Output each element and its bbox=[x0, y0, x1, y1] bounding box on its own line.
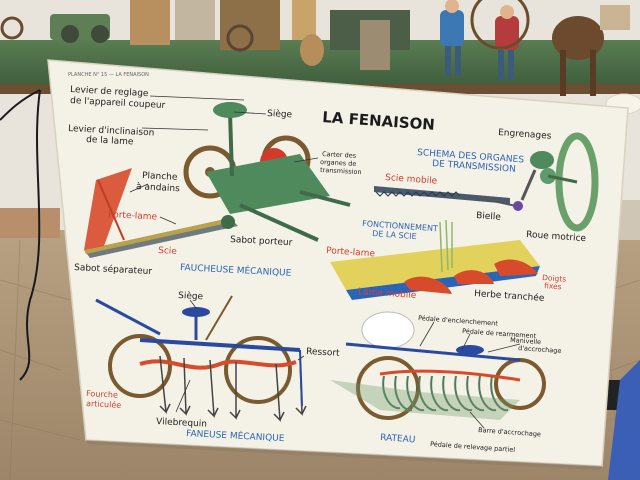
label-sabot-porteur: Sabot porteur bbox=[230, 235, 293, 248]
poster-shadow bbox=[86, 440, 602, 470]
label-doigts-fixes-1: Doigts bbox=[542, 273, 567, 284]
tedder-illustration bbox=[95, 295, 307, 422]
label-manivelle-2: d'accrochage bbox=[518, 344, 562, 355]
cable bbox=[19, 89, 41, 381]
rake-illustration bbox=[330, 311, 546, 420]
label-fourche-2: articulée bbox=[86, 398, 122, 410]
label-planche-2: à andains bbox=[136, 182, 180, 194]
label-levier-inclinaison-1: Levier d'inclinaison bbox=[68, 124, 155, 139]
mower-leader-lines bbox=[129, 95, 319, 225]
miniature-models bbox=[0, 0, 630, 96]
label-roue-motrice: Roue motrice bbox=[526, 230, 587, 244]
label-porte-lame-saw: Porte-lame bbox=[326, 246, 376, 259]
poster-small-header: PLANCHE N° 15 — LA FENAISON bbox=[68, 72, 149, 78]
label-herbe-tranchee: Herbe tranchée bbox=[474, 288, 545, 304]
cable-2 bbox=[0, 89, 41, 121]
label-carter-2: organes de bbox=[320, 158, 357, 168]
label-engrenages: Engrenages bbox=[498, 128, 552, 142]
caption-rateau: RATEAU bbox=[380, 433, 416, 445]
label-ressort: Ressort bbox=[306, 347, 340, 359]
label-doigts-fixes-2: fixes bbox=[544, 281, 562, 291]
saw-illustration bbox=[330, 219, 540, 300]
label-siege-mower: Siège bbox=[267, 108, 293, 120]
mower-illustration bbox=[84, 102, 351, 258]
label-vilebrequin: Vilebrequin bbox=[156, 417, 207, 430]
label-porte-lame-mower: Porte-lame bbox=[108, 210, 158, 223]
title-fonctionnement-2: DE LA SCIE bbox=[372, 229, 417, 241]
label-levier-reglage-1: Levier de reglage bbox=[70, 85, 149, 99]
label-fourche-1: Fourche bbox=[86, 389, 118, 400]
label-scie: Scie bbox=[158, 246, 178, 257]
label-levier-reglage-2: de l'appareil coupeur bbox=[70, 96, 166, 111]
label-carter-3: transmission bbox=[320, 166, 362, 176]
label-levier-inclinaison-2: de la lame bbox=[86, 135, 134, 147]
label-scie-mobile: Scie mobile bbox=[385, 173, 438, 187]
baseboard bbox=[0, 208, 60, 238]
bag bbox=[608, 360, 640, 480]
transmission-illustration bbox=[374, 132, 599, 232]
label-bielle: Bielle bbox=[476, 211, 502, 223]
label-carter-1: Carter des bbox=[322, 150, 357, 160]
label-manivelle-1: Manivelle bbox=[510, 336, 541, 346]
rake-leader-lines bbox=[419, 321, 521, 429]
tedder-leader-lines bbox=[175, 299, 305, 413]
label-siege-tedder: Siège bbox=[178, 290, 204, 302]
label-lame-mobile: Lame mobile bbox=[358, 287, 417, 301]
label-planche-1: Planche bbox=[142, 171, 178, 183]
label-sabot-separateur: Sabot séparateur bbox=[74, 262, 153, 277]
